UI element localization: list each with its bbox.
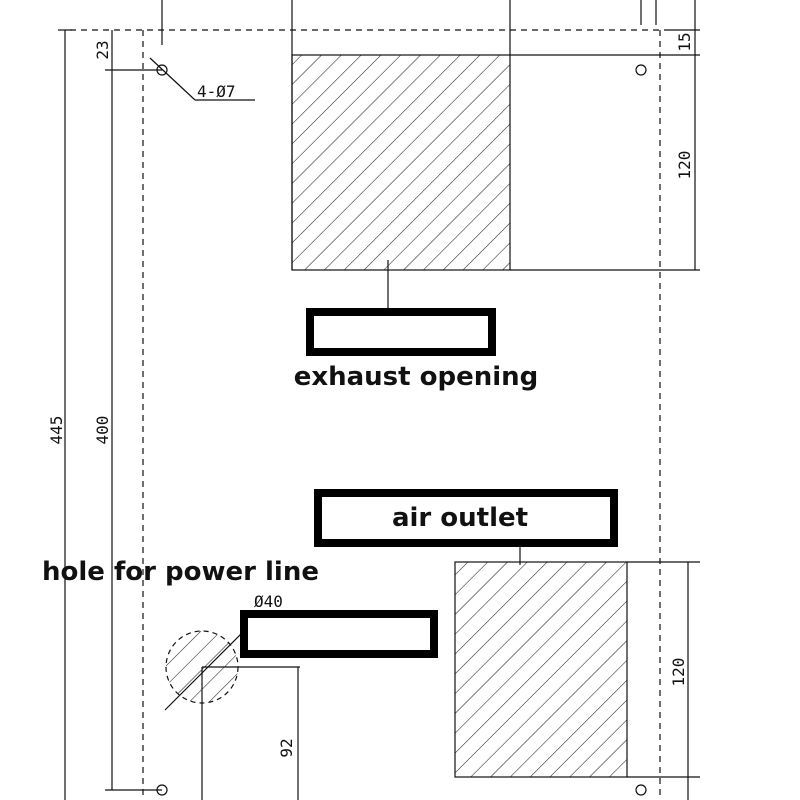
dim-overall-height: 445 (47, 416, 66, 445)
dim-line-overall (58, 29, 72, 800)
panel-outline (70, 29, 665, 800)
top-stubs (161, 0, 657, 55)
power-hole-diameter: Ø40 (254, 592, 283, 611)
air-outlet-label: air outlet (392, 503, 528, 533)
air-outlet-region (454, 561, 700, 778)
mounting-hole (635, 64, 647, 76)
dim-outlet-height: 120 (669, 658, 688, 687)
dim-exhaust-height: 120 (675, 151, 694, 180)
mounting-hole (635, 784, 647, 796)
hole-callout-text: 4-Ø7 (197, 82, 236, 101)
dim-power-hole-offset: 92 (277, 738, 296, 757)
dim-line-hole-spacing (105, 69, 162, 791)
hole-callout-leader (149, 57, 255, 101)
exhaust-label-box (306, 308, 496, 356)
dim-top-margin: 15 (675, 32, 694, 51)
mounting-holes (156, 64, 647, 796)
dim-top-offset: 23 (93, 40, 112, 59)
power-hole-label-box (240, 610, 438, 658)
dim-hole-spacing: 400 (93, 416, 112, 445)
dim-line-right (665, 0, 700, 800)
power-hole-label: hole for power line (42, 557, 319, 587)
dim-line-power-offset (201, 666, 300, 800)
exhaust-region (291, 54, 700, 271)
air-outlet-label-box (314, 489, 618, 547)
exhaust-label: exhaust opening (294, 362, 539, 392)
